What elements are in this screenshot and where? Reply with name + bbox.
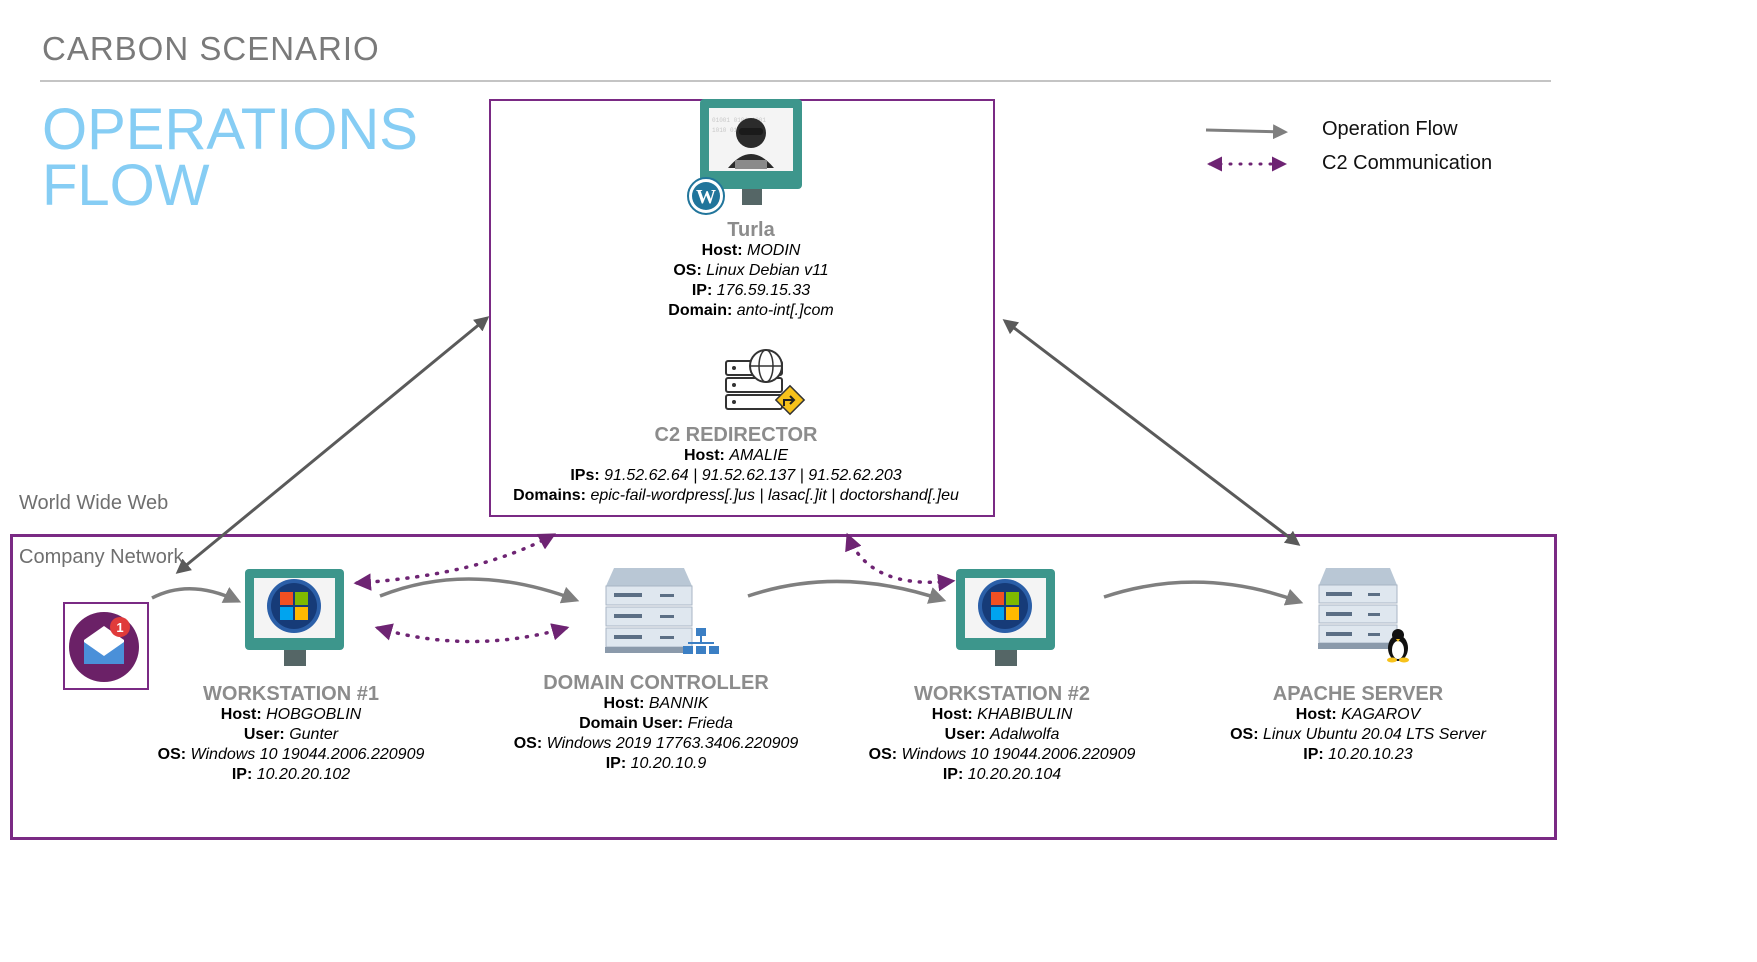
ip-label: IP: — [691, 282, 713, 299]
domains-value: epic-fail-wordpress[.]us | lasac[.]it | … — [590, 487, 959, 504]
ip-value: 176.59.15.33 — [716, 282, 811, 299]
ips-label: IPs: — [570, 467, 600, 484]
host-label: Host: — [683, 447, 725, 464]
apache-name: APACHE SERVER — [1272, 683, 1444, 705]
host-value: KAGAROV — [1341, 706, 1421, 723]
header-divider — [40, 80, 1551, 82]
os-label: OS: — [1230, 726, 1259, 743]
ip-value: 10.20.10.9 — [630, 755, 707, 772]
arrow-dc-to-ws2 — [747, 579, 947, 604]
workstation1-name: WORKSTATION #1 — [203, 683, 379, 705]
host-label: Host: — [603, 695, 645, 712]
user-label: User: — [243, 726, 285, 743]
os-label: OS: — [513, 735, 543, 752]
host-label: Host: — [220, 706, 262, 723]
c2-ws1-dc — [374, 623, 570, 644]
server-network-icon — [605, 568, 719, 654]
host-value: KHABIBULIN — [977, 706, 1073, 723]
user-value: Adalwolfa — [989, 726, 1060, 743]
legend-flow-line — [1205, 124, 1288, 140]
scenario-title: CARBON SCENARIO — [42, 30, 380, 67]
domain-label: Domain: — [668, 302, 733, 319]
workstation1-info: WORKSTATION #1 Host: HOBGOBLIN User: Gun… — [158, 683, 425, 785]
user-label: User: — [944, 726, 986, 743]
ips-value: 91.52.62.64 | 91.52.62.137 | 91.52.62.20… — [604, 467, 902, 484]
email-notification-icon: 1 — [69, 612, 139, 682]
windows-computer-icon-2 — [956, 569, 1055, 666]
os-value: Linux Ubuntu 20.04 LTS Server — [1262, 726, 1486, 743]
host-value: AMALIE — [729, 447, 789, 464]
os-label: OS: — [868, 746, 898, 763]
server-globe-redirect-icon — [725, 349, 806, 416]
email-badge-count: 1 — [116, 620, 123, 635]
apache-info: APACHE SERVER Host: KAGAROV OS: Linux Ub… — [1230, 683, 1486, 765]
host-label: Host: — [931, 706, 973, 723]
user-label: Domain User: — [579, 715, 684, 732]
c2-ws2-to-redirector — [845, 532, 956, 592]
os-label: OS: — [157, 746, 187, 763]
host-value: MODIN — [747, 242, 801, 259]
host-label: Host: — [1295, 706, 1337, 723]
windows-computer-icon — [245, 569, 344, 666]
redirector-info: C2 REDIRECTOR Host: AMALIE IPs: 91.52.62… — [513, 424, 959, 506]
ip-value: 10.20.20.104 — [967, 766, 1062, 783]
user-value: Frieda — [687, 715, 733, 732]
www-zone-label: World Wide Web — [19, 492, 169, 514]
host-value: HOBGOBLIN — [266, 706, 362, 723]
svg-text:01001 0101 1001: 01001 0101 1001 — [712, 117, 766, 124]
svg-text:W: W — [696, 186, 716, 208]
user-value: Gunter — [289, 726, 339, 743]
domain-controller-name: DOMAIN CONTROLLER — [543, 672, 769, 694]
arrow-internet-to-apache — [1002, 319, 1301, 546]
turla-name: Turla — [727, 219, 775, 241]
os-value: Windows 10 19044.2006.220909 — [190, 746, 425, 763]
page-title: OPERATIONS FLOW — [42, 97, 418, 218]
domain-controller-info: DOMAIN CONTROLLER Host: BANNIK Domain Us… — [514, 672, 799, 774]
linux-server-icon — [1318, 568, 1409, 663]
os-label: OS: — [673, 262, 702, 279]
arrow-ws1-to-dc — [379, 577, 580, 604]
os-value: Windows 10 19044.2006.220909 — [901, 746, 1136, 763]
ip-value: 10.20.10.23 — [1328, 746, 1413, 763]
arrow-ws2-to-apache — [1103, 580, 1304, 606]
ip-value: 10.20.20.102 — [256, 766, 351, 783]
os-value: Windows 2019 17763.3406.220909 — [546, 735, 799, 752]
arrow-ws1-to-internet — [175, 316, 490, 574]
host-value: BANNIK — [648, 695, 709, 712]
ip-label: IP: — [605, 755, 627, 772]
domain-value: anto-int[.]com — [736, 302, 834, 319]
turla-info: Turla Host: MODIN OS: Linux Debian v11 I… — [668, 219, 833, 321]
workstation2-name: WORKSTATION #2 — [914, 683, 1090, 705]
wordpress-icon: W — [687, 177, 725, 215]
ip-label: IP: — [1303, 746, 1324, 763]
company-zone-label: Company Network — [19, 546, 184, 568]
ip-label: IP: — [231, 766, 253, 783]
company-network-box — [10, 534, 1557, 840]
page-title-line2: FLOW — [42, 153, 210, 218]
os-value: Linux Debian v11 — [706, 262, 829, 279]
arrow-email-to-ws1 — [151, 587, 242, 603]
domains-label: Domains: — [513, 487, 586, 504]
legend-c2-communication: C2 Communication — [1322, 152, 1493, 174]
redirector-name: C2 REDIRECTOR — [654, 424, 818, 446]
host-label: Host: — [701, 242, 743, 259]
page-title-line1: OPERATIONS — [42, 97, 418, 162]
workstation2-info: WORKSTATION #2 Host: KHABIBULIN User: Ad… — [869, 683, 1136, 785]
c2-ws1-to-redirector — [353, 533, 557, 591]
ip-label: IP: — [942, 766, 964, 783]
legend-operation-flow: Operation Flow — [1322, 118, 1458, 140]
